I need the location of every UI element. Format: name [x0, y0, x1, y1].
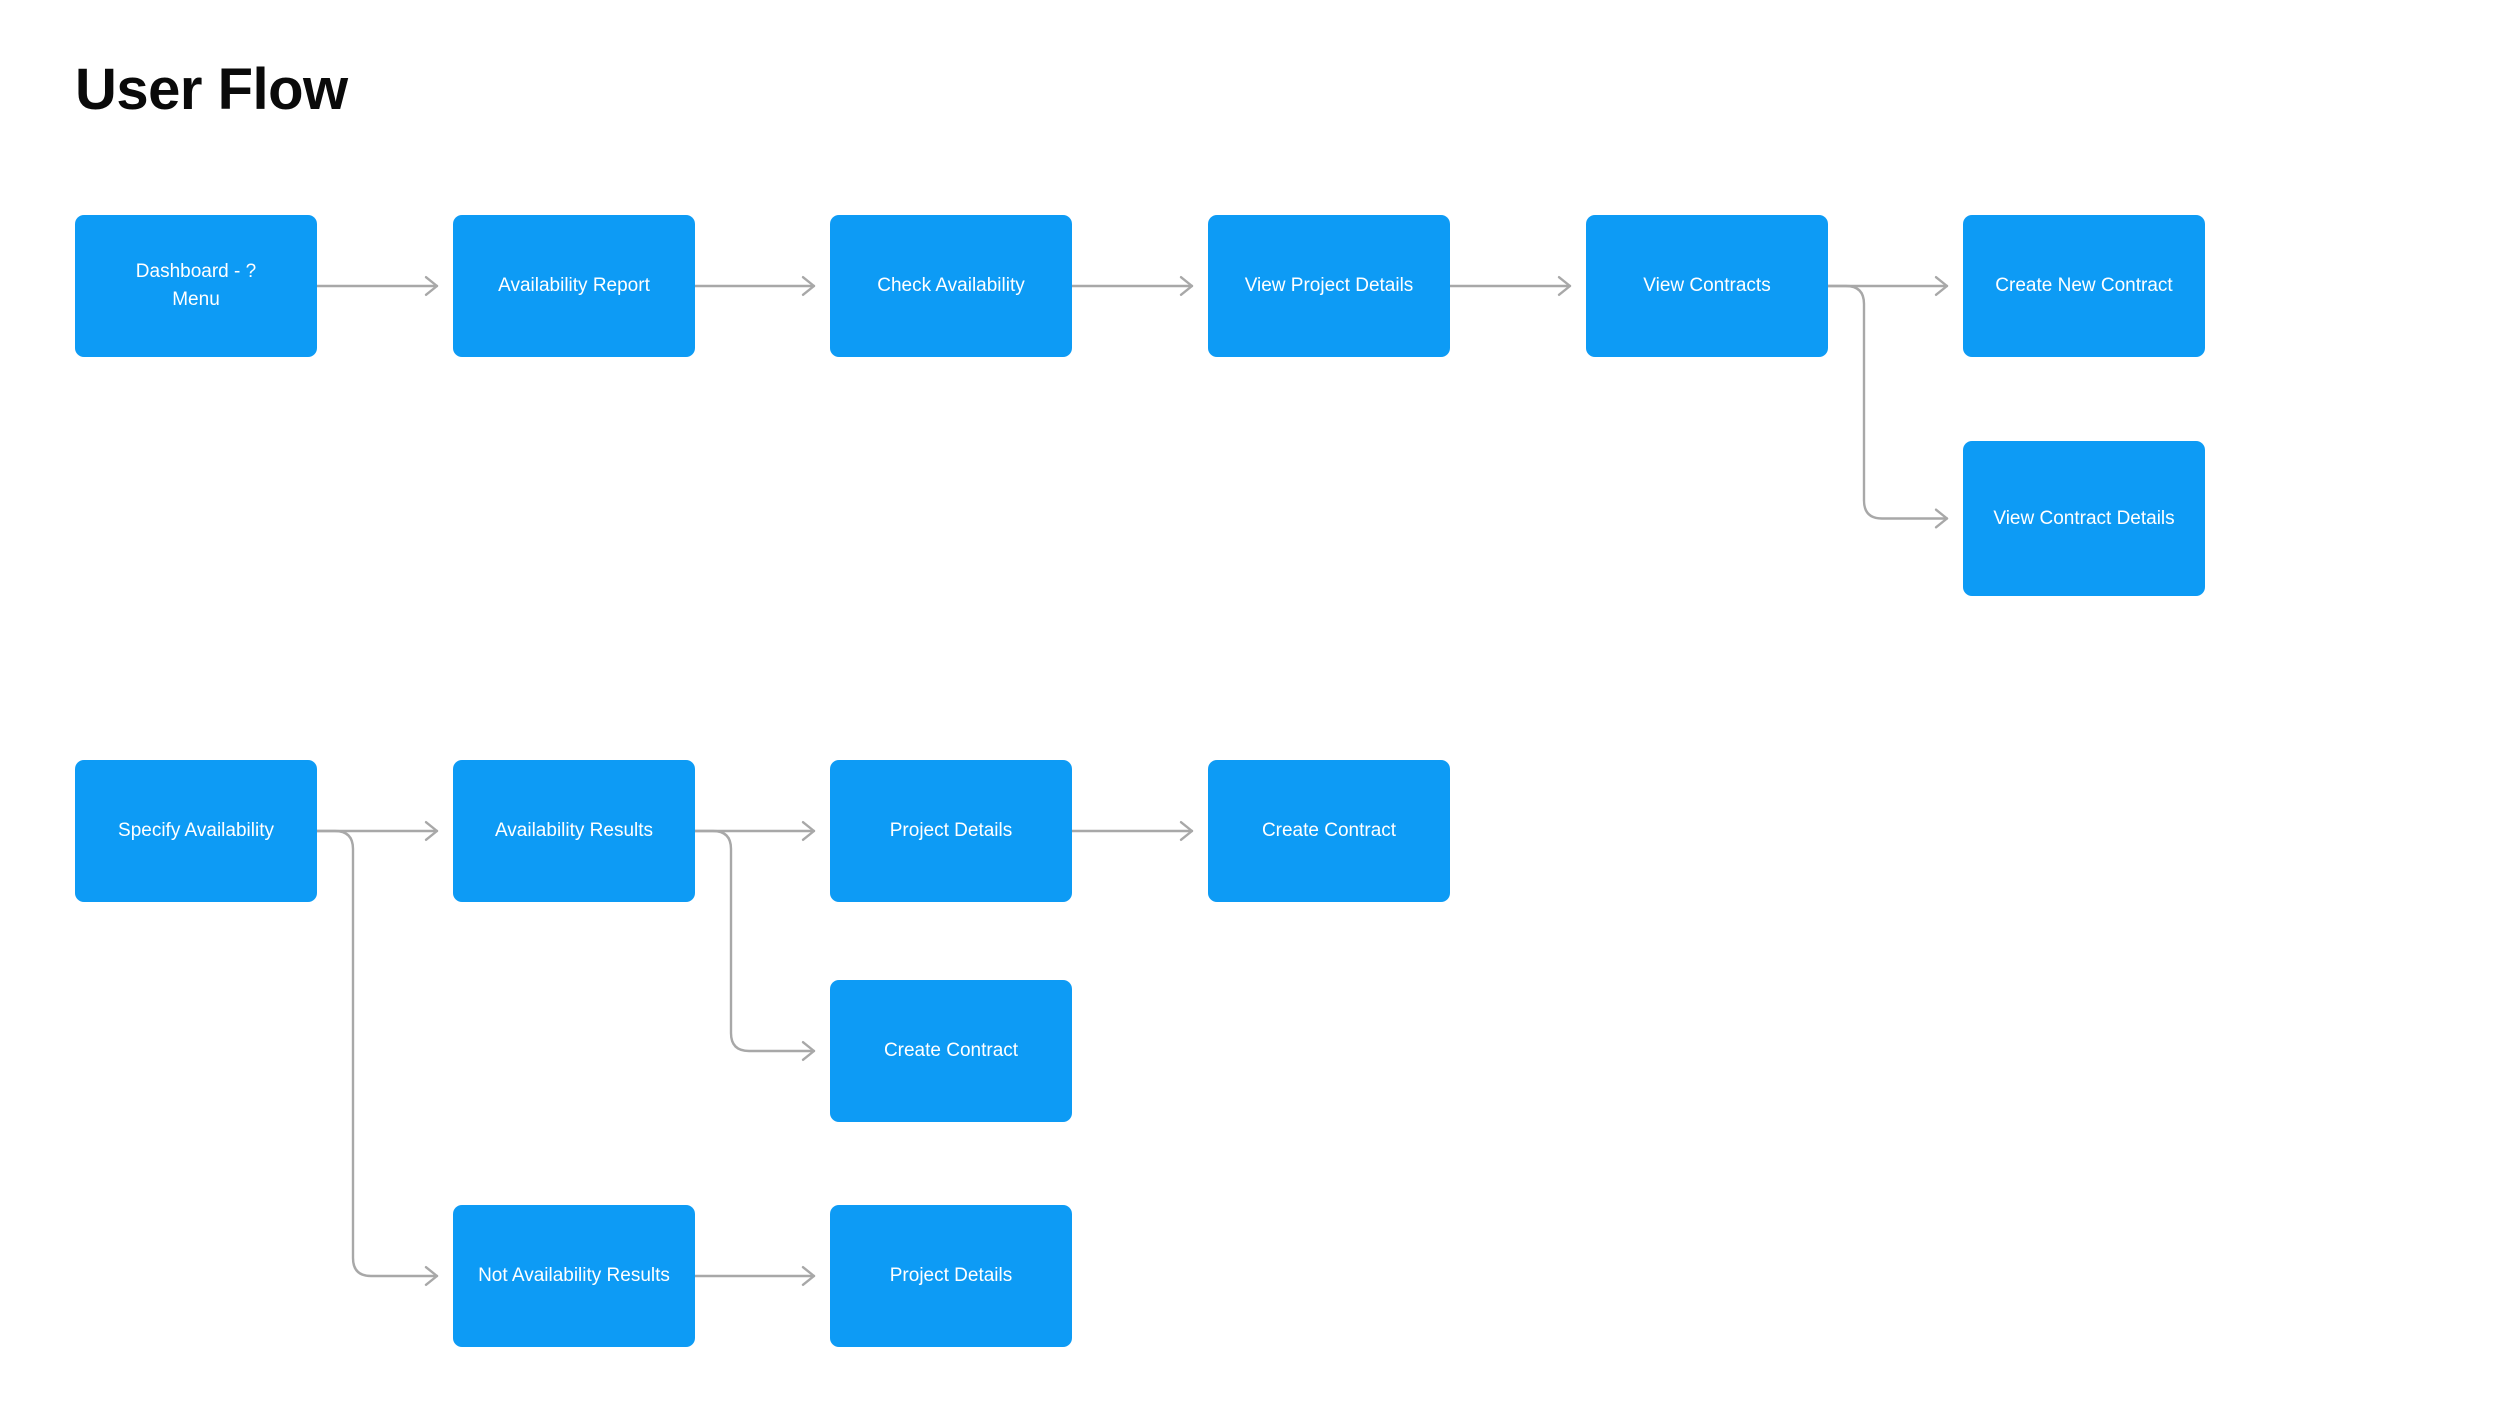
arrowhead — [424, 821, 439, 841]
flow-edge-e11 — [1070, 821, 1194, 841]
flow-node-label: Create Contract — [1261, 820, 1397, 842]
arrowhead — [1934, 276, 1949, 296]
arrowhead — [1557, 276, 1572, 296]
arrowhead — [801, 276, 816, 296]
arrowhead — [424, 276, 439, 296]
flow-edge-e6 — [1826, 284, 1949, 529]
flow-node-label: Availability Results — [494, 820, 654, 842]
edge-line — [315, 829, 439, 1278]
arrowhead — [1179, 821, 1194, 841]
flow-node-project-details-2[interactable]: Project Details — [830, 1205, 1072, 1347]
flow-edge-e12 — [693, 1266, 816, 1286]
flow-node-label: Project Details — [889, 1265, 1013, 1287]
flow-node-create-contract-2[interactable]: Create Contract — [830, 980, 1072, 1122]
flow-node-view-project-details[interactable]: View Project Details — [1208, 215, 1450, 357]
flow-node-availability-results[interactable]: Availability Results — [453, 760, 695, 902]
flow-edge-e5 — [1826, 276, 1949, 296]
flow-node-availability-report[interactable]: Availability Report — [453, 215, 695, 357]
flow-node-view-contracts[interactable]: View Contracts — [1586, 215, 1828, 357]
flow-node-label: View Contract Details — [1993, 507, 2175, 529]
flow-node-check-availability[interactable]: Check Availability — [830, 215, 1072, 357]
flow-node-label: Check Availability — [877, 275, 1025, 297]
flow-node-label: Create New Contract — [1995, 275, 2173, 297]
flow-node-specify-availability[interactable]: Specify Availability — [75, 760, 317, 902]
flow-node-label: Create Contract — [883, 1040, 1019, 1062]
flow-node-label: Availability Report — [498, 275, 650, 297]
flow-node-project-details-1[interactable]: Project Details — [830, 760, 1072, 902]
flow-edge-e1 — [315, 276, 439, 296]
arrowhead — [1179, 276, 1194, 296]
arrowhead — [801, 1266, 816, 1286]
flow-edge-e8 — [315, 829, 439, 1286]
flow-edge-e4 — [1448, 276, 1572, 296]
flow-node-label: View Project Details — [1244, 275, 1414, 297]
flow-edge-e9 — [693, 821, 816, 841]
arrowhead — [801, 821, 816, 841]
edge-line — [693, 829, 816, 1053]
flow-node-create-contract-1[interactable]: Create Contract — [1208, 760, 1450, 902]
flow-edge-e10 — [693, 829, 816, 1061]
flow-node-dashboard-menu[interactable]: Dashboard - ? Menu — [75, 215, 317, 357]
flow-node-label: View Contracts — [1643, 275, 1771, 297]
flow-node-create-new-contract[interactable]: Create New Contract — [1963, 215, 2205, 357]
flow-node-label: Dashboard - ? Menu — [135, 261, 257, 310]
flow-edge-e7 — [315, 821, 439, 841]
flow-node-label: Not Availability Results — [478, 1265, 670, 1287]
page-title: User Flow — [75, 57, 348, 122]
arrowhead — [424, 1266, 439, 1286]
flow-edge-e2 — [693, 276, 816, 296]
flow-node-label: Specify Availability — [118, 820, 274, 842]
flow-node-not-availability-results[interactable]: Not Availability Results — [453, 1205, 695, 1347]
arrowhead — [801, 1041, 816, 1061]
flow-node-view-contract-details[interactable]: View Contract Details — [1963, 441, 2205, 596]
edge-line — [1826, 284, 1949, 520]
arrowhead — [1934, 508, 1949, 529]
flow-node-label: Project Details — [889, 820, 1013, 842]
flow-edge-e3 — [1070, 276, 1194, 296]
